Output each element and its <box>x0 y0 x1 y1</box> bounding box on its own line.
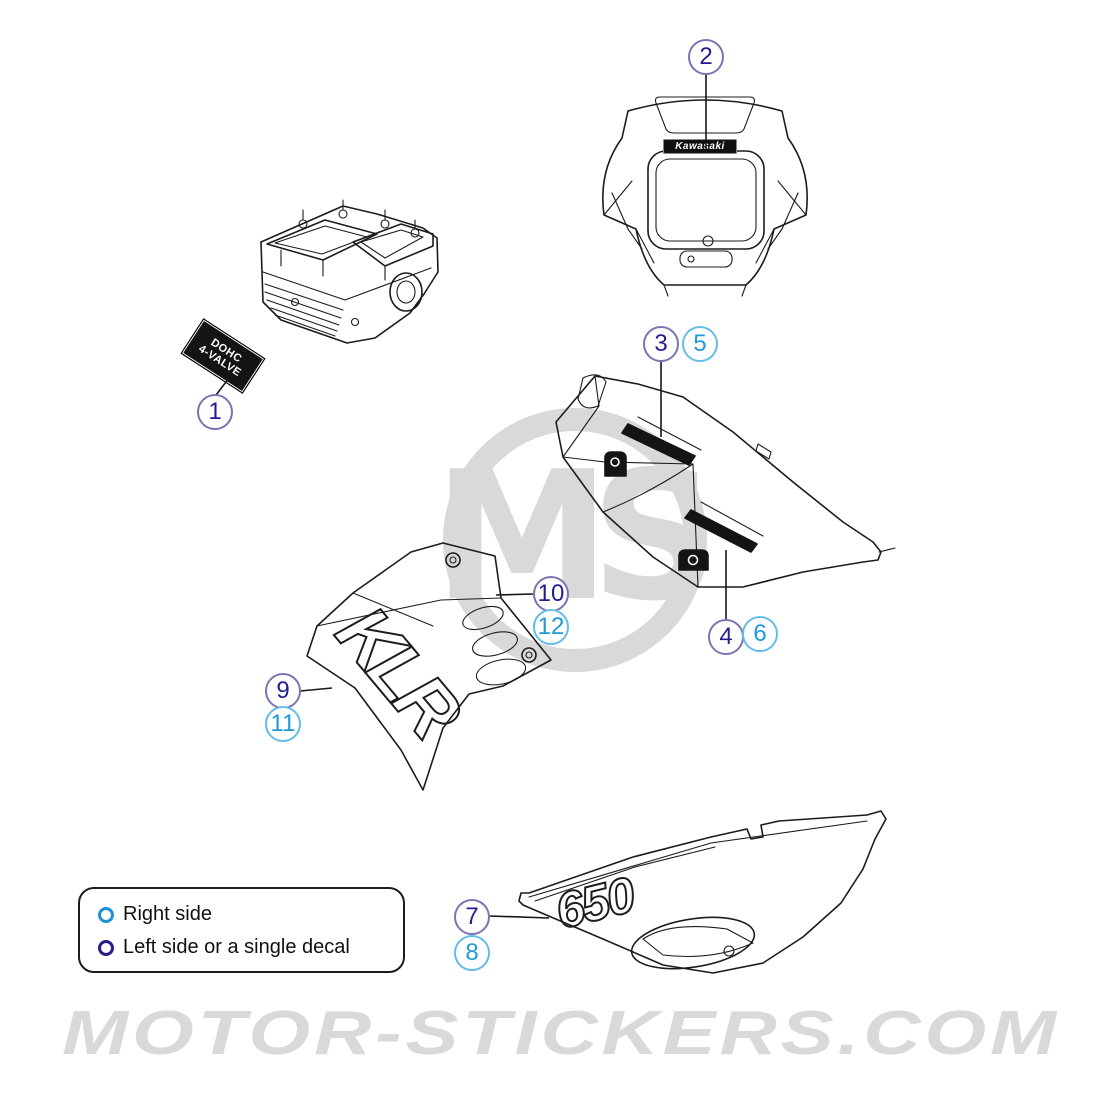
callout-12-number: 12 <box>537 613 565 640</box>
legend-label-right-side: Right side <box>123 903 212 925</box>
callout-2: 2 <box>688 39 724 75</box>
callout-5-number: 5 <box>693 330 707 357</box>
callout-11: 11 <box>265 706 301 742</box>
klr-decal: KLR <box>320 590 478 755</box>
callout-9-number: 9 <box>276 677 290 704</box>
callout-4-number: 4 <box>719 623 733 650</box>
legend-row-left-side: Left side or a single decal <box>98 931 403 964</box>
right-side-circle-icon <box>98 906 114 923</box>
callout-3-number: 3 <box>654 330 668 357</box>
callout-6: 6 <box>742 616 778 652</box>
ms-logo-watermark: MS <box>433 432 718 640</box>
side-panel-drawing: 650 <box>518 810 887 974</box>
kawasaki-decal: Kawasaki <box>663 139 737 154</box>
callout-3: 3 <box>643 326 679 362</box>
radiator-shroud-drawing: KLR <box>306 542 552 791</box>
callout-10-number: 10 <box>537 580 565 607</box>
site-watermark: MOTOR-STICKERS.COM <box>62 999 1060 1068</box>
side-panel-650-decal: 650 <box>550 866 641 940</box>
callout-10: 10 <box>533 576 569 612</box>
callout-6-number: 6 <box>753 620 767 647</box>
callout-12: 12 <box>533 609 569 645</box>
callout-2-number: 2 <box>699 43 713 70</box>
legend-row-right-side: Right side <box>98 898 403 931</box>
callout-8-number: 8 <box>465 939 479 966</box>
left-side-circle-icon <box>98 939 114 956</box>
callout-4: 4 <box>708 619 744 655</box>
callout-7: 7 <box>454 899 490 935</box>
headlight-cowl-drawing <box>602 96 808 297</box>
callout-9: 9 <box>265 673 301 709</box>
callout-11-number: 11 <box>270 710 296 737</box>
legend-label-left-side: Left side or a single decal <box>123 936 350 958</box>
callout-1-number: 1 <box>208 398 222 425</box>
callout-7-number: 7 <box>465 903 479 930</box>
callout-1: 1 <box>197 394 233 430</box>
fuel-tank-drawing <box>555 374 896 588</box>
callout-8: 8 <box>454 935 490 971</box>
cylinder-head-drawing <box>260 199 439 344</box>
callout-5: 5 <box>682 326 718 362</box>
legend-box: Right side Left side or a single decal <box>78 887 405 973</box>
